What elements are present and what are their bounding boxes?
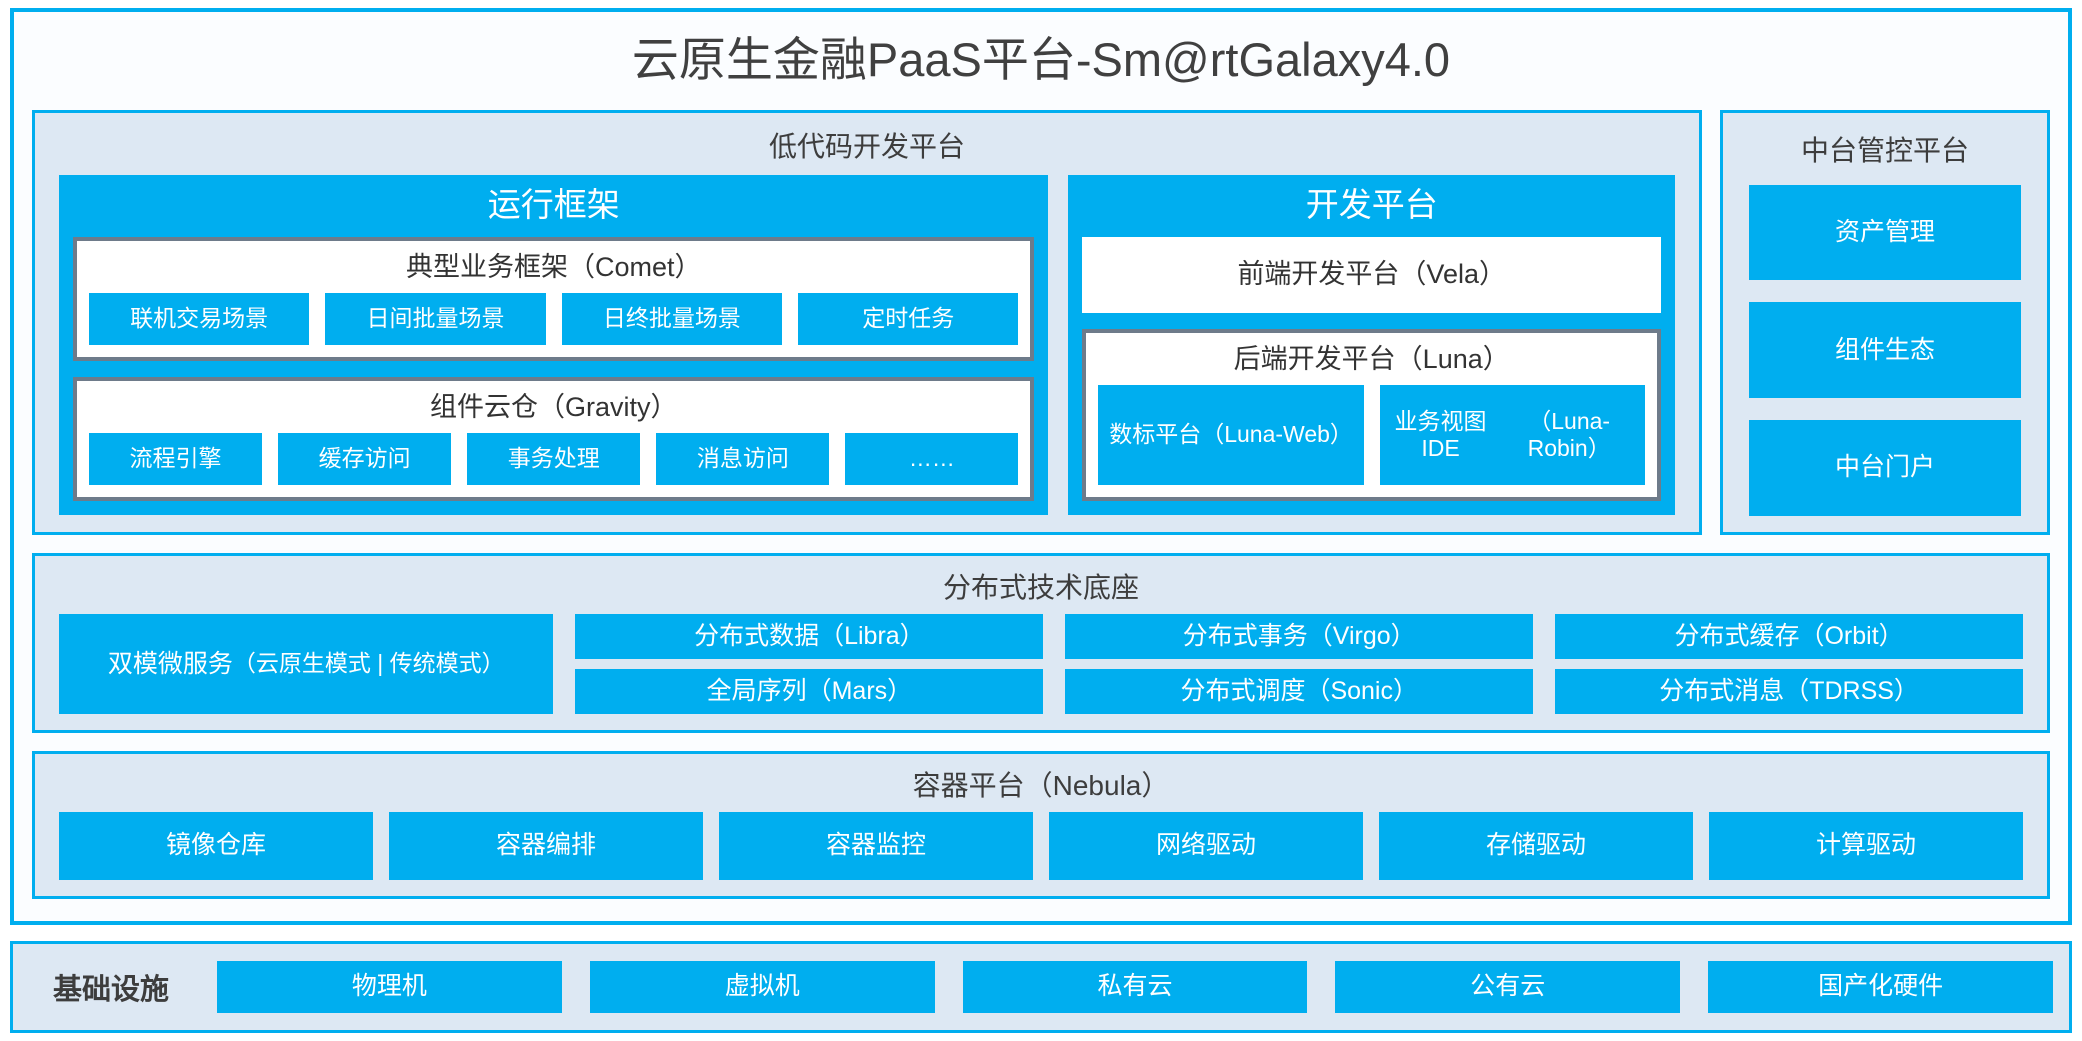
chip-console-portal[interactable]: 中台门户 (1749, 420, 2021, 516)
container-platform-title: 容器平台（Nebula） (912, 769, 1170, 801)
chip-dual-mode-microservice[interactable]: 双模微服务 （云原生模式 | 传统模式） (59, 613, 554, 714)
runtime-framework-groups: 典型业务框架（Comet） 联机交易场景 日间批量场景 日终批量场景 定时任务 … (73, 237, 1035, 501)
console-platform-title: 中台管控平台 (1800, 134, 1969, 166)
chip-intraday-batch[interactable]: 日间批量场景 (325, 292, 546, 345)
dual-mode-microservice-column: 双模微服务 （云原生模式 | 传统模式） (59, 613, 554, 714)
chip-message-access[interactable]: 消息访问 (656, 432, 830, 485)
distributed-foundation-title: 分布式技术底座 (942, 571, 1139, 603)
runtime-framework-card: 运行框架 典型业务框架（Comet） 联机交易场景 日间批量场景 日终批量场景 … (59, 174, 1049, 515)
chip-luna-robin-sub: （Luna-Robin） (1527, 407, 1611, 461)
distributed-foundation-panel: 分布式技术底座 双模微服务 （云原生模式 | 传统模式） 分布式数据（Libra… (32, 552, 2050, 733)
chip-transaction-processing[interactable]: 事务处理 (467, 432, 641, 485)
vela-frontend-box[interactable]: 前端开发平台（Vela） (1082, 237, 1661, 314)
container-platform-panel: 容器平台（Nebula） 镜像仓库 容器编排 容器监控 网络驱动 存储驱动 计算… (32, 750, 2050, 899)
luna-backend-title: 后端开发平台（Luna） (1233, 344, 1510, 375)
container-platform-body: 镜像仓库 容器编排 容器监控 网络驱动 存储驱动 计算驱动 (45, 811, 2037, 886)
gravity-group-title: 组件云仓（Gravity） (429, 391, 678, 422)
chip-public-cloud[interactable]: 公有云 (1335, 961, 1681, 1013)
chip-dual-mode-sub: （云原生模式 | 传统模式） (232, 649, 505, 676)
chip-distributed-transaction-virgo[interactable]: 分布式事务（Virgo） (1065, 613, 1534, 659)
chip-virtual-machine[interactable]: 虚拟机 (589, 961, 935, 1013)
development-platform-title: 开发平台 (1305, 185, 1438, 223)
distributed-column-1: 分布式数据（Libra） 全局序列（Mars） (575, 613, 1044, 714)
chip-storage-driver[interactable]: 存储驱动 (1379, 811, 1693, 880)
chip-distributed-data-libra[interactable]: 分布式数据（Libra） (575, 613, 1044, 659)
chip-cache-access[interactable]: 缓存访问 (278, 432, 452, 485)
luna-backend-box: 后端开发平台（Luna） 数标平台 （Luna-Web） 业务视图IDE （Lu… (1082, 329, 1661, 501)
chip-component-ecosystem[interactable]: 组件生态 (1749, 302, 2021, 399)
chip-luna-robin[interactable]: 业务视图IDE （Luna-Robin） (1379, 384, 1645, 485)
chip-container-monitoring[interactable]: 容器监控 (719, 811, 1033, 880)
vela-frontend-title: 前端开发平台（Vela） (1237, 259, 1506, 290)
chip-global-sequence-mars[interactable]: 全局序列（Mars） (575, 668, 1044, 714)
chip-container-orchestration[interactable]: 容器编排 (389, 811, 703, 880)
console-platform-panel: 中台管控平台 资产管理 组件生态 中台门户 (1720, 109, 2050, 535)
chip-more-ellipsis[interactable]: …… (845, 432, 1019, 485)
gravity-chip-row: 流程引擎 缓存访问 事务处理 消息访问 …… (89, 432, 1019, 485)
gravity-group: 组件云仓（Gravity） 流程引擎 缓存访问 事务处理 消息访问 …… (73, 376, 1035, 501)
development-platform-card: 开发平台 前端开发平台（Vela） 后端开发平台（Luna） 数标平台 (1068, 174, 1675, 515)
chip-private-cloud[interactable]: 私有云 (962, 961, 1308, 1013)
comet-group-title: 典型业务框架（Comet） (405, 252, 702, 283)
luna-chip-row: 数标平台 （Luna-Web） 业务视图IDE （Luna-Robin） (1098, 384, 1645, 485)
lowcode-platform-panel: 低代码开发平台 运行框架 典型业务框架（Comet） 联机交易场景 日间批量场景 (32, 109, 1702, 535)
platform-outer-frame: 云原生金融PaaS平台-Sm@rtGalaxy4.0 低代码开发平台 运行框架 … (10, 8, 2072, 925)
chip-scheduled-task[interactable]: 定时任务 (798, 292, 1019, 345)
infrastructure-label: 基础设施 (53, 974, 170, 1006)
console-items: 资产管理 组件生态 中台门户 (1749, 184, 2021, 516)
infrastructure-items: 物理机 虚拟机 私有云 公有云 国产化硬件 (217, 961, 2053, 1013)
chip-luna-web[interactable]: 数标平台 （Luna-Web） (1098, 384, 1364, 485)
lowcode-platform-title: 低代码开发平台 (768, 130, 965, 162)
chip-dual-mode-name: 双模微服务 (107, 649, 233, 678)
comet-group: 典型业务框架（Comet） 联机交易场景 日间批量场景 日终批量场景 定时任务 (73, 237, 1035, 361)
development-platform-groups: 前端开发平台（Vela） 后端开发平台（Luna） 数标平台 （Luna-Web… (1082, 237, 1661, 501)
chip-image-registry[interactable]: 镜像仓库 (59, 811, 373, 880)
chip-luna-web-sub: （Luna-Web） (1201, 421, 1353, 448)
lowcode-platform-body: 运行框架 典型业务框架（Comet） 联机交易场景 日间批量场景 日终批量场景 … (45, 174, 1689, 523)
infrastructure-panel: 基础设施 物理机 虚拟机 私有云 公有云 国产化硬件 (10, 941, 2072, 1033)
chip-network-driver[interactable]: 网络驱动 (1049, 811, 1363, 880)
chip-online-transaction[interactable]: 联机交易场景 (89, 292, 310, 345)
chip-luna-robin-name: 业务视图IDE (1394, 407, 1487, 461)
chip-eod-batch[interactable]: 日终批量场景 (561, 292, 783, 345)
chip-domestic-hardware[interactable]: 国产化硬件 (1708, 961, 2053, 1013)
chip-distributed-schedule-sonic[interactable]: 分布式调度（Sonic） (1065, 668, 1534, 714)
chip-distributed-cache-orbit[interactable]: 分布式缓存（Orbit） (1555, 613, 2023, 659)
distributed-column-2: 分布式事务（Virgo） 分布式调度（Sonic） (1065, 613, 1534, 714)
distributed-column-3: 分布式缓存（Orbit） 分布式消息（TDRSS） (1555, 613, 2023, 714)
comet-chip-row: 联机交易场景 日间批量场景 日终批量场景 定时任务 (89, 292, 1019, 345)
page-title: 云原生金融PaaS平台-Sm@rtGalaxy4.0 (631, 33, 1451, 86)
top-region: 低代码开发平台 运行框架 典型业务框架（Comet） 联机交易场景 日间批量场景 (32, 109, 2050, 535)
chip-asset-management[interactable]: 资产管理 (1749, 184, 2021, 281)
chip-distributed-message-tdrss[interactable]: 分布式消息（TDRSS） (1555, 668, 2023, 714)
distributed-foundation-body: 双模微服务 （云原生模式 | 传统模式） 分布式数据（Libra） 全局序列（M… (45, 613, 2037, 720)
chip-luna-web-name: 数标平台 (1109, 421, 1202, 448)
chip-physical-machine[interactable]: 物理机 (217, 961, 562, 1013)
chip-process-engine[interactable]: 流程引擎 (89, 432, 263, 485)
runtime-framework-title: 运行框架 (487, 185, 620, 223)
chip-compute-driver[interactable]: 计算驱动 (1709, 811, 2023, 880)
